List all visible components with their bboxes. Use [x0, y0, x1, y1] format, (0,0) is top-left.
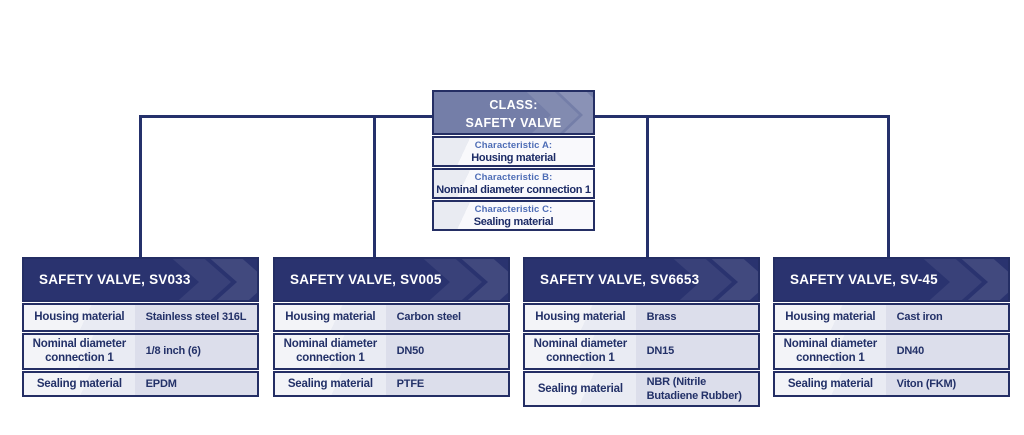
row-value: Carbon steel — [385, 305, 508, 330]
connector-line-vertical-4 — [887, 115, 890, 258]
row-value: Brass — [635, 305, 758, 330]
class-characteristics: Characteristic A: Housing material Chara… — [432, 136, 595, 231]
table-row: Nominal diameter connection 1 DN15 — [523, 333, 760, 370]
chevron-watermark-icon — [923, 259, 1008, 300]
characteristic-b-value: Nominal diameter connection 1 — [436, 183, 591, 196]
class-card-header: CLASS: SAFETY VALVE — [432, 90, 595, 135]
table-row: Nominal diameter connection 1 1/8 inch (… — [22, 333, 259, 370]
characteristic-a-value: Housing material — [471, 151, 556, 164]
table-row: Housing material Carbon steel — [273, 303, 510, 332]
row-value: DN15 — [635, 335, 758, 368]
table-row: Sealing material Viton (FKM) — [773, 370, 1010, 397]
connector-line-vertical-2 — [373, 115, 376, 258]
connector-line-horizontal-left — [139, 115, 434, 118]
valve-card-3-table: Housing material Brass Nominal diameter … — [523, 303, 760, 408]
table-row: Housing material Cast iron — [773, 303, 1010, 332]
row-label: Housing material — [275, 305, 386, 330]
valve-card-1-title: SAFETY VALVE, SV033 — [39, 272, 191, 287]
valve-card-1: SAFETY VALVE, SV033 Housing material Sta… — [22, 257, 259, 397]
row-label: Nominal diameter connection 1 — [775, 335, 886, 368]
valve-card-3-title: SAFETY VALVE, SV6653 — [540, 272, 700, 287]
table-row: Sealing material PTFE — [273, 370, 510, 397]
valve-card-4-header: SAFETY VALVE, SV-45 — [773, 257, 1010, 302]
row-label: Housing material — [24, 305, 135, 330]
characteristic-a-row: Characteristic A: Housing material — [432, 136, 595, 167]
chevron-watermark-icon — [423, 259, 508, 300]
valve-card-1-table: Housing material Stainless steel 316L No… — [22, 303, 259, 397]
valve-card-4-title: SAFETY VALVE, SV-45 — [790, 272, 938, 287]
characteristic-b-label: Characteristic B: — [474, 171, 553, 183]
valve-card-2-title: SAFETY VALVE, SV005 — [290, 272, 442, 287]
connector-line-vertical-3 — [646, 115, 649, 258]
row-label: Nominal diameter connection 1 — [525, 335, 636, 368]
row-value: PTFE — [385, 372, 508, 395]
class-title-line1: CLASS: — [489, 98, 538, 112]
valve-card-1-header: SAFETY VALVE, SV033 — [22, 257, 259, 302]
row-value: NBR (Nitrile Butadiene Rubber) — [635, 372, 758, 406]
row-label: Sealing material — [775, 372, 886, 395]
valve-card-3: SAFETY VALVE, SV6653 Housing material Br… — [523, 257, 760, 408]
table-row: Nominal diameter connection 1 DN50 — [273, 333, 510, 370]
class-title-line2: SAFETY VALVE — [465, 116, 562, 131]
row-label: Housing material — [775, 305, 886, 330]
valve-card-2-table: Housing material Carbon steel Nominal di… — [273, 303, 510, 397]
characteristic-c-value: Sealing material — [473, 215, 554, 228]
row-label: Housing material — [525, 305, 636, 330]
row-value: 1/8 inch (6) — [134, 335, 257, 368]
valve-card-3-header: SAFETY VALVE, SV6653 — [523, 257, 760, 302]
valve-card-2: SAFETY VALVE, SV005 Housing material Car… — [273, 257, 510, 397]
characteristic-a-label: Characteristic A: — [474, 139, 553, 151]
row-value: DN40 — [885, 335, 1008, 368]
connector-line-vertical-1 — [139, 115, 142, 258]
table-row: Housing material Stainless steel 316L — [22, 303, 259, 332]
chevron-watermark-icon — [526, 92, 593, 133]
table-row: Sealing material EPDM — [22, 370, 259, 397]
table-row: Nominal diameter connection 1 DN40 — [773, 333, 1010, 370]
row-label: Sealing material — [275, 372, 386, 395]
valve-card-2-header: SAFETY VALVE, SV005 — [273, 257, 510, 302]
row-value: Stainless steel 316L — [134, 305, 257, 330]
connector-line-horizontal-right — [594, 115, 890, 118]
table-row: Housing material Brass — [523, 303, 760, 332]
row-value: DN50 — [385, 335, 508, 368]
row-label: Sealing material — [24, 372, 135, 395]
table-row: Sealing material NBR (Nitrile Butadiene … — [523, 370, 760, 408]
valve-card-4-table: Housing material Cast iron Nominal diame… — [773, 303, 1010, 397]
row-value: Viton (FKM) — [885, 372, 1008, 395]
row-label: Nominal diameter connection 1 — [24, 335, 135, 368]
class-card: CLASS: SAFETY VALVE Characteristic A: Ho… — [432, 90, 595, 231]
valve-card-4: SAFETY VALVE, SV-45 Housing material Cas… — [773, 257, 1010, 397]
row-label: Sealing material — [525, 372, 636, 406]
characteristic-c-row: Characteristic C: Sealing material — [432, 200, 595, 231]
row-value: Cast iron — [885, 305, 1008, 330]
row-value: EPDM — [134, 372, 257, 395]
chevron-watermark-icon — [172, 259, 257, 300]
chevron-watermark-icon — [673, 259, 758, 300]
characteristic-c-label: Characteristic C: — [474, 203, 553, 215]
row-label: Nominal diameter connection 1 — [275, 335, 386, 368]
characteristic-b-row: Characteristic B: Nominal diameter conne… — [432, 168, 595, 199]
